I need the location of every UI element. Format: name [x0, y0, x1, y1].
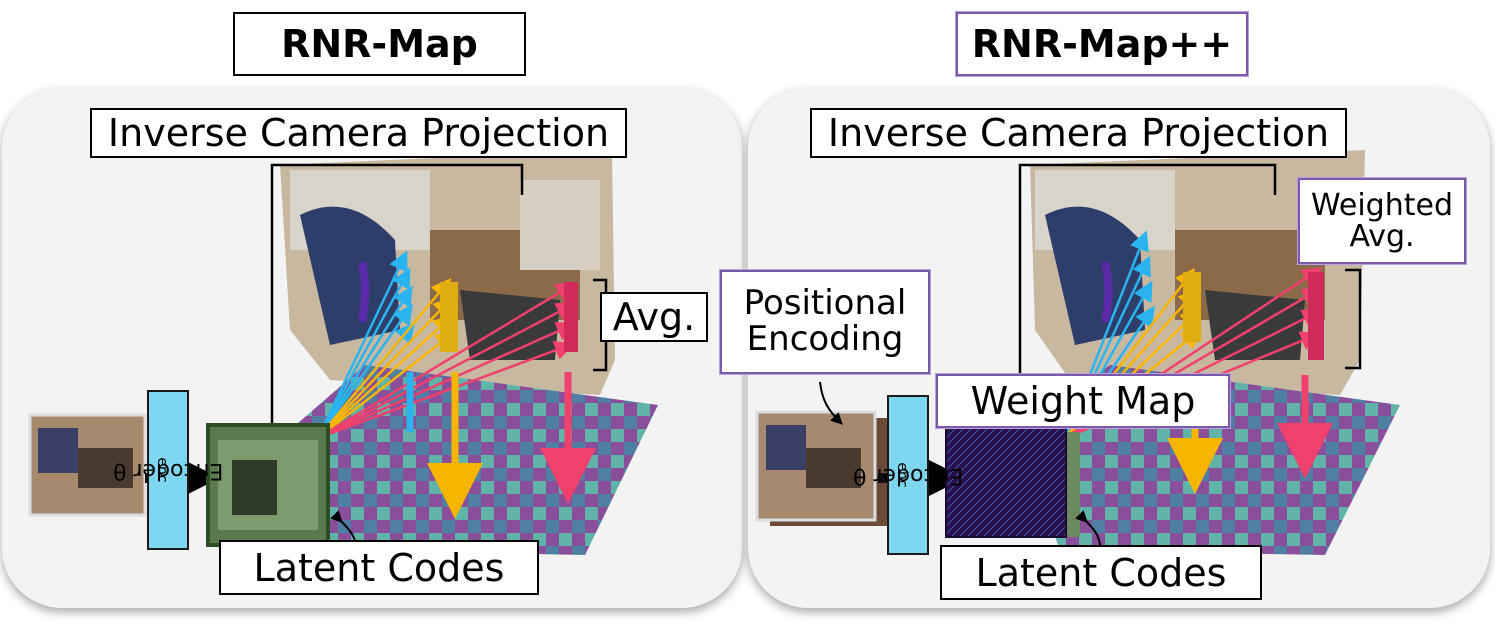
- right-projection-label: Inverse Camera Projection: [810, 108, 1347, 158]
- left-encoder-label: Encoder θ: [112, 457, 224, 483]
- left-avg-label: Avg.: [600, 292, 708, 342]
- left-projection-label: Inverse Camera Projection: [90, 108, 627, 158]
- left-room-scene: [280, 150, 615, 395]
- left-latent-label: Latent Codes: [219, 540, 539, 595]
- left-panel-title: RNR-Map: [233, 12, 526, 76]
- weight-map-label: Weight Map: [936, 374, 1230, 428]
- weight-map-block: [945, 424, 1067, 538]
- positional-encoding-label: Positional Encoding: [720, 270, 930, 374]
- right-panel-title: RNR-Map++: [956, 12, 1248, 76]
- right-encoder-label: Encoder θ: [852, 462, 964, 488]
- weighted-avg-label: Weighted Avg.: [1298, 178, 1466, 264]
- right-latent-label: Latent Codes: [940, 545, 1262, 600]
